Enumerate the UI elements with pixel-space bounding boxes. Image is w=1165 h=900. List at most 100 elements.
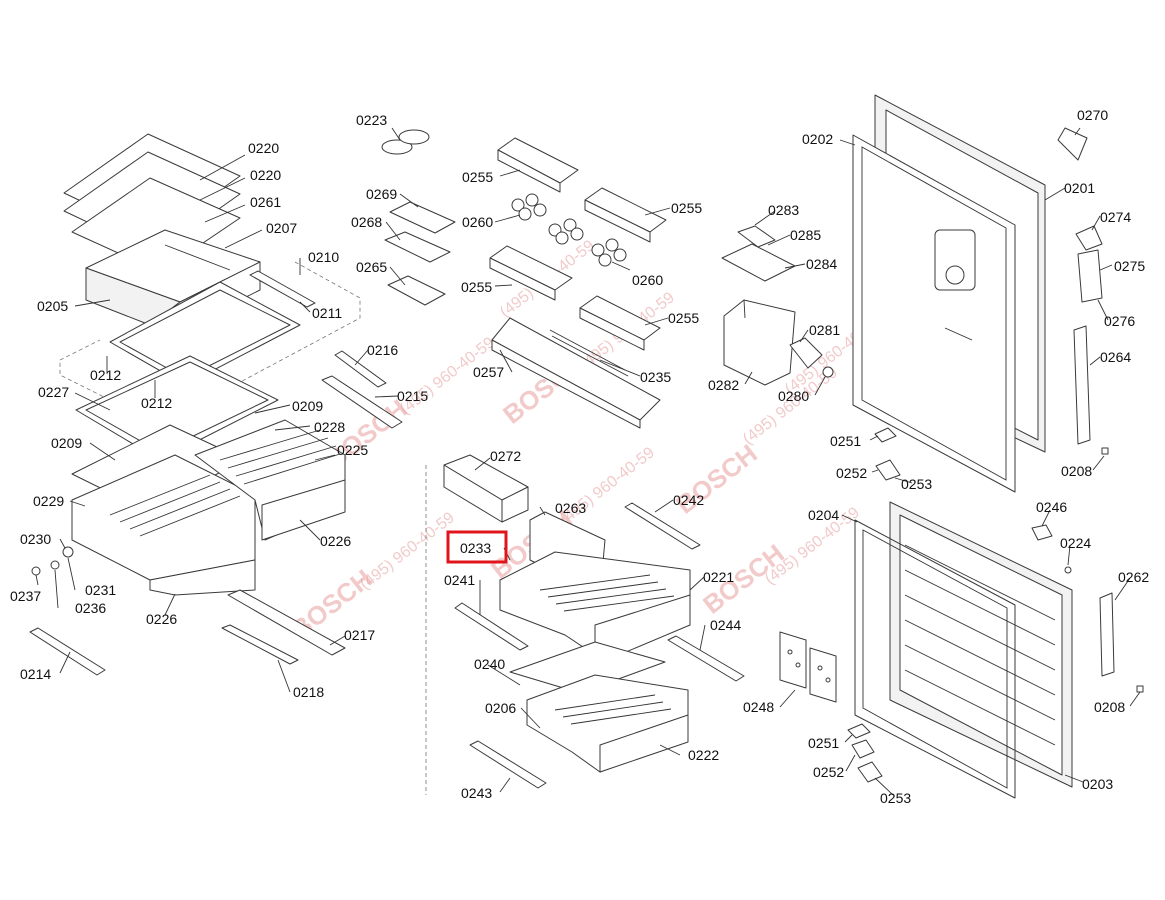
knob-part — [31, 566, 41, 576]
rail-part — [454, 602, 529, 651]
part-label[interactable]: 0242 — [673, 492, 704, 508]
part-label[interactable]: 0282 — [708, 377, 739, 393]
part-label[interactable]: 0233 — [460, 540, 491, 556]
part-label[interactable]: 0220 — [250, 167, 281, 183]
part-label[interactable]: 0208 — [1061, 463, 1092, 479]
part-label[interactable]: 0248 — [743, 699, 774, 715]
part-label[interactable]: 0265 — [356, 259, 387, 275]
part-label[interactable]: 0261 — [250, 194, 281, 210]
ice-part — [789, 337, 823, 369]
clip-part — [1031, 524, 1053, 541]
part-label[interactable]: 0244 — [710, 617, 741, 633]
part-label[interactable]: 0255 — [461, 279, 492, 295]
part-label[interactable]: 0283 — [768, 202, 799, 218]
part-label[interactable]: 0252 — [813, 764, 844, 780]
part-label[interactable]: 0207 — [266, 220, 297, 236]
hinge-part — [857, 761, 883, 783]
part-label[interactable]: 0221 — [703, 569, 734, 585]
part-label[interactable]: 0281 — [809, 322, 840, 338]
hinge-part — [1075, 225, 1103, 251]
cover-shelf-part — [85, 361, 269, 453]
part-label[interactable]: 0202 — [802, 131, 833, 147]
part-label[interactable]: 0246 — [1036, 499, 1067, 515]
part-label[interactable]: 0211 — [312, 305, 342, 321]
part-label[interactable]: 0268 — [351, 214, 382, 230]
part-label[interactable]: 0240 — [474, 656, 505, 672]
module-part — [1057, 127, 1088, 161]
part-label[interactable]: 0226 — [146, 611, 177, 627]
part-label[interactable]: 0206 — [485, 700, 516, 716]
part-label[interactable]: 0204 — [808, 507, 839, 523]
part-label[interactable]: 0272 — [490, 448, 521, 464]
part-label[interactable]: 0214 — [20, 666, 51, 682]
part-label[interactable]: 0228 — [314, 419, 345, 435]
part-label[interactable]: 0253 — [880, 790, 911, 806]
part-label[interactable]: 0224 — [1060, 535, 1091, 551]
part-label[interactable]: 0227 — [38, 384, 69, 400]
fan-cover-part — [501, 486, 529, 523]
part-label[interactable]: 0218 — [293, 684, 324, 700]
part-label[interactable]: 0216 — [367, 342, 398, 358]
rail-part — [667, 635, 745, 682]
part-label[interactable]: 0257 — [473, 364, 504, 380]
part-label[interactable]: 0263 — [555, 500, 586, 516]
part-label[interactable]: 0235 — [640, 369, 671, 385]
part-label[interactable]: 0262 — [1118, 569, 1149, 585]
clip-part — [381, 139, 413, 155]
part-label[interactable]: 0237 — [10, 588, 41, 604]
part-label[interactable]: 0201 — [1064, 180, 1095, 196]
rail-part — [469, 740, 547, 789]
part-label[interactable]: 0229 — [33, 493, 64, 509]
rail-part — [321, 375, 403, 429]
part-label[interactable]: 0285 — [790, 227, 821, 243]
part-label[interactable]: 0260 — [632, 272, 663, 288]
part-label[interactable]: 0270 — [1077, 107, 1108, 123]
hinge-part — [851, 739, 875, 759]
part-label[interactable]: 0236 — [75, 600, 106, 616]
rail-part — [249, 270, 316, 308]
part-label[interactable]: 0241 — [444, 572, 475, 588]
hinge-part — [847, 723, 871, 739]
part-label[interactable]: 0251 — [808, 735, 839, 751]
part-label[interactable]: 0222 — [688, 747, 719, 763]
highlight-box — [446, 530, 508, 564]
part-label[interactable]: 0212 — [90, 367, 121, 383]
part-label[interactable]: 0275 — [1114, 258, 1145, 274]
part-label[interactable]: 0223 — [356, 112, 387, 128]
part-label[interactable]: 0284 — [806, 256, 837, 272]
part-label[interactable]: 0205 — [37, 298, 68, 314]
part-label[interactable]: 0231 — [85, 582, 116, 598]
part-label[interactable]: 0230 — [20, 531, 51, 547]
part-label[interactable]: 0255 — [671, 200, 702, 216]
knob-part — [50, 560, 60, 570]
part-label[interactable]: 0217 — [344, 627, 375, 643]
part-label[interactable]: 0260 — [462, 214, 493, 230]
part-label[interactable]: 0210 — [308, 249, 339, 265]
glass-cover-part — [509, 641, 666, 694]
part-label[interactable]: 0209 — [51, 435, 82, 451]
part-label[interactable]: 0203 — [1082, 776, 1113, 792]
part-label[interactable]: 0274 — [1100, 209, 1131, 225]
part-label[interactable]: 0253 — [901, 476, 932, 492]
part-label[interactable]: 0251 — [830, 433, 861, 449]
part-label[interactable]: 0220 — [248, 140, 279, 156]
part-label[interactable]: 0255 — [668, 310, 699, 326]
part-label[interactable]: 0255 — [462, 169, 493, 185]
part-label[interactable]: 0280 — [778, 388, 809, 404]
part-label[interactable]: 0208 — [1094, 699, 1125, 715]
door-bin-part — [497, 149, 561, 193]
part-label[interactable]: 0243 — [461, 785, 492, 801]
part-label[interactable]: 0209 — [292, 398, 323, 414]
leader-lines — [35, 127, 1141, 796]
part-label[interactable]: 0269 — [366, 186, 397, 202]
part-label[interactable]: 0212 — [141, 395, 172, 411]
part-label[interactable]: 0264 — [1100, 349, 1131, 365]
part-label[interactable]: 0225 — [337, 442, 368, 458]
shelf-frame-part — [119, 289, 291, 379]
hinge-part — [874, 427, 897, 443]
part-label[interactable]: 0276 — [1104, 313, 1135, 329]
part-label[interactable]: 0252 — [836, 465, 867, 481]
part-label[interactable]: 0215 — [397, 388, 428, 404]
part-label[interactable]: 0226 — [320, 533, 351, 549]
